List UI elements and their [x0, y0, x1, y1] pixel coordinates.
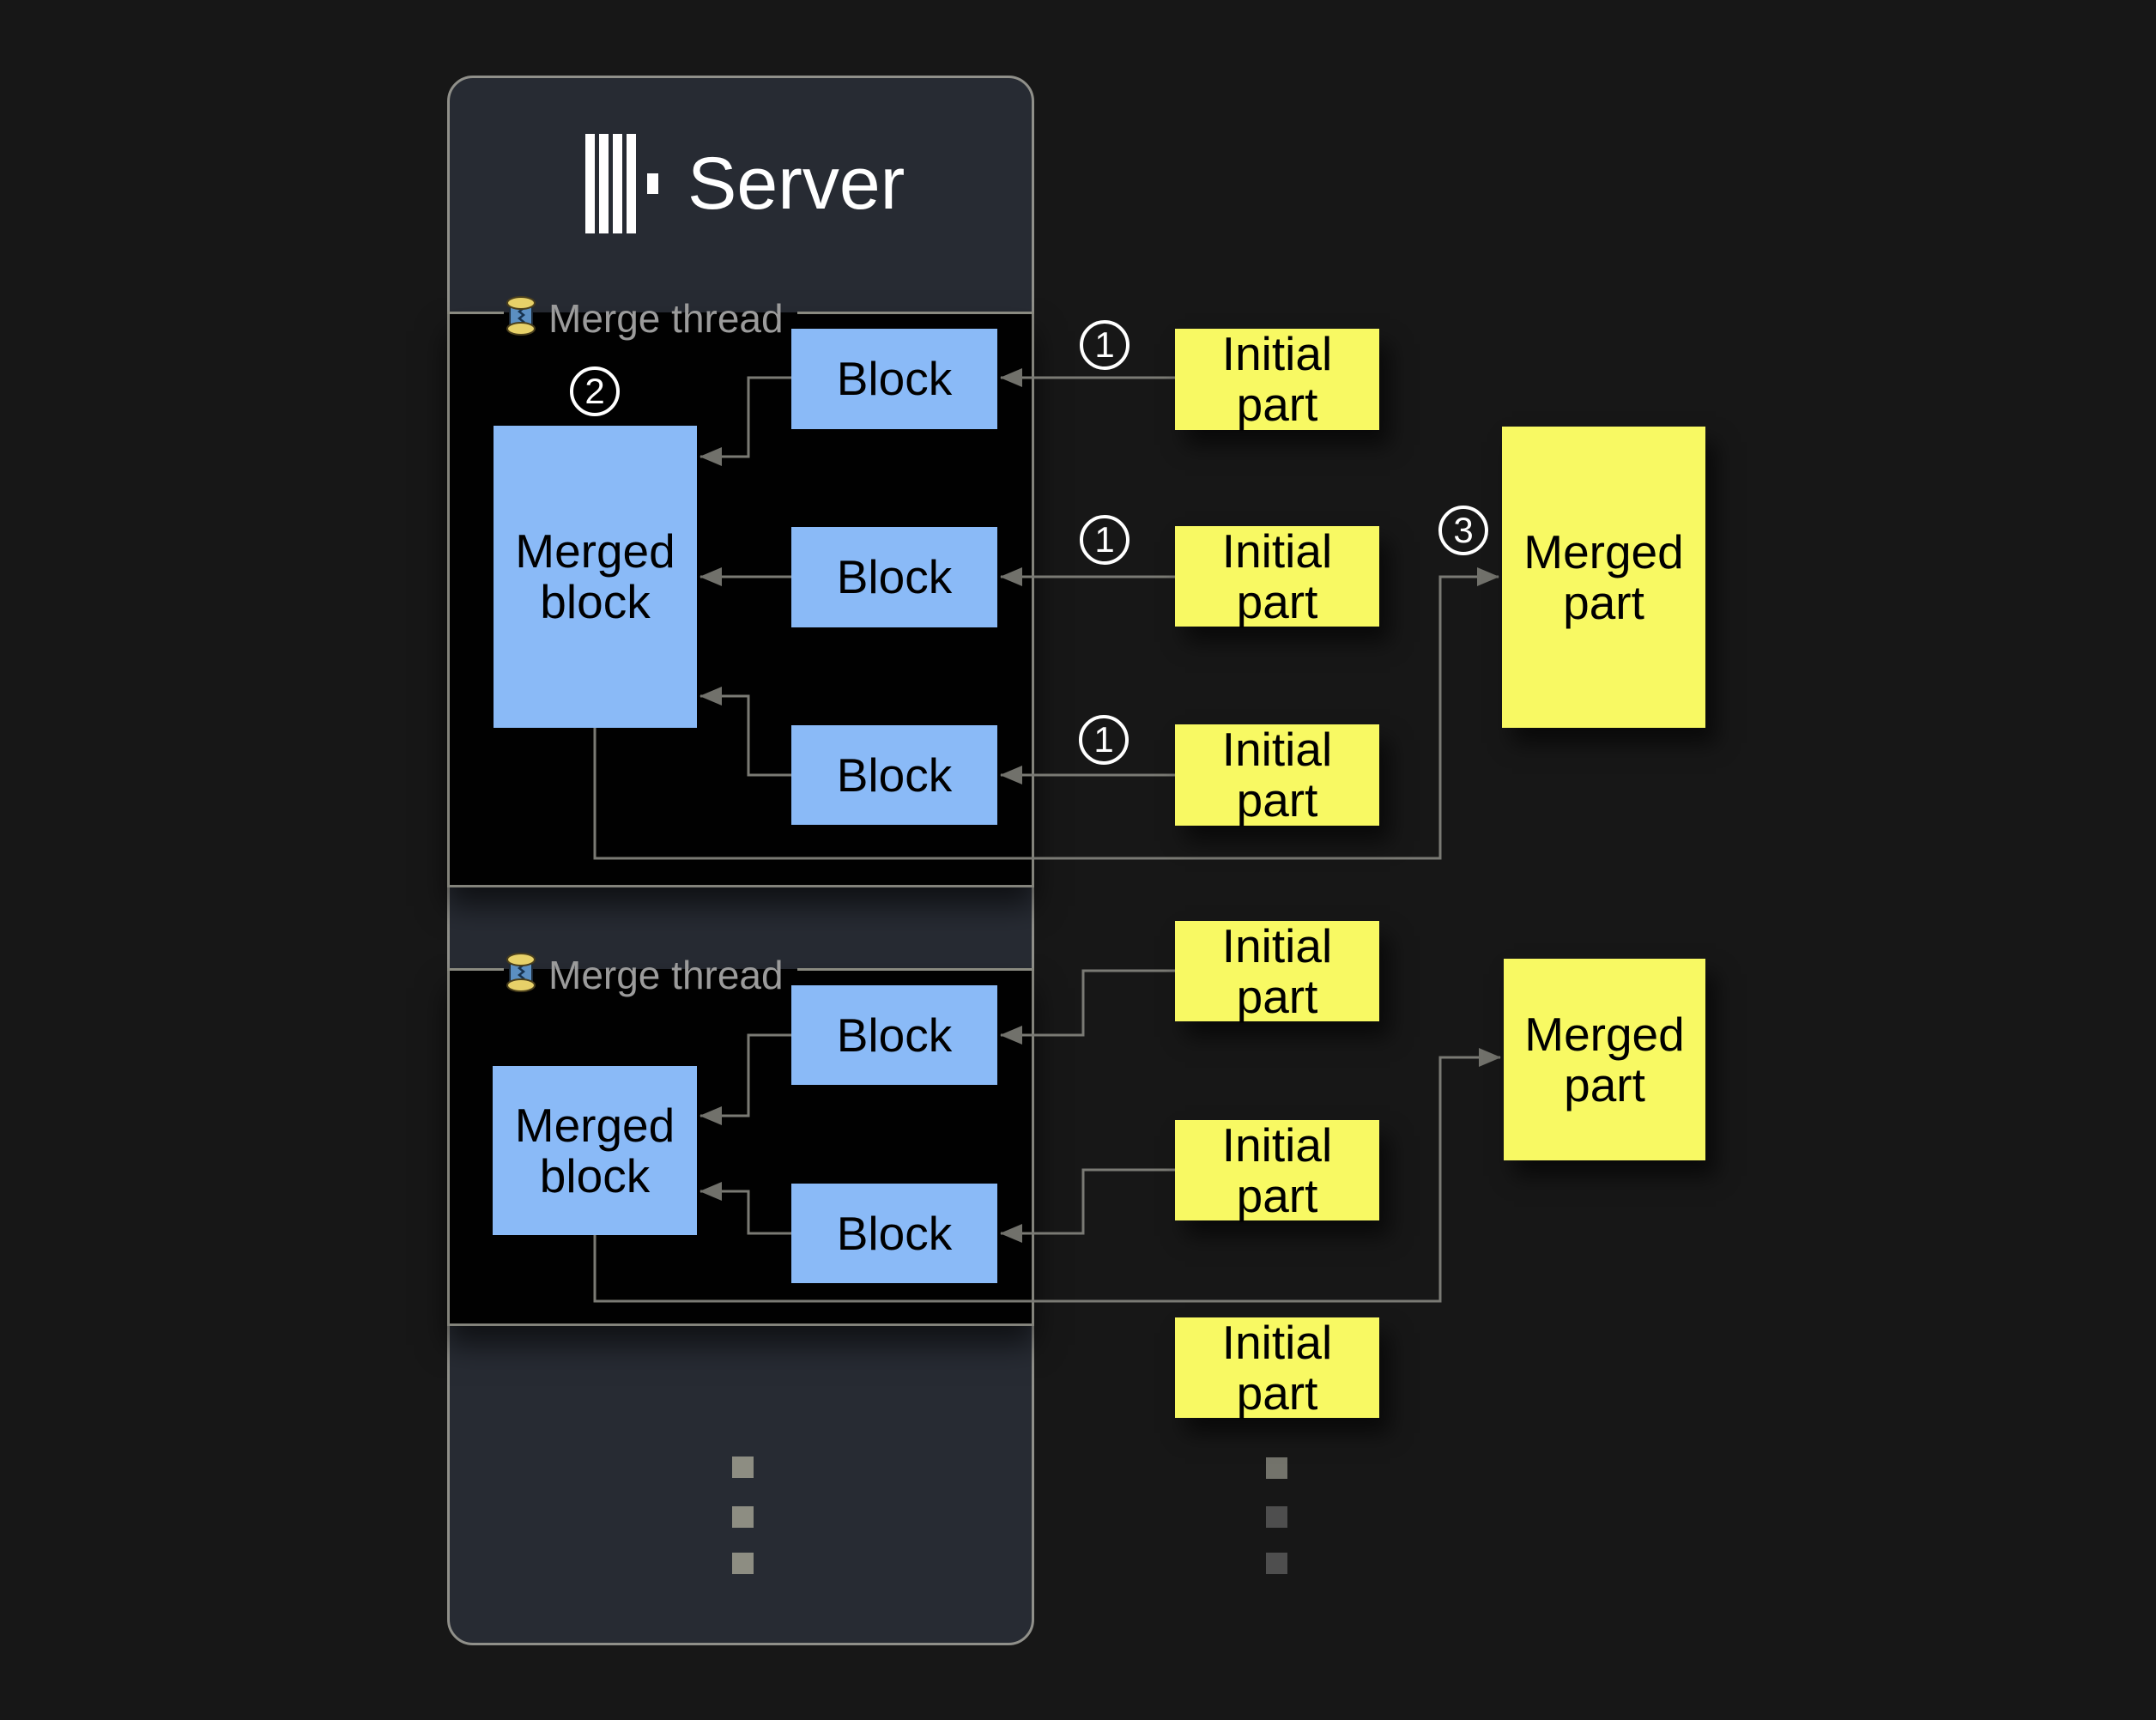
step-badge-1: 1 — [1080, 320, 1129, 370]
merge-thread-legend: Merge thread — [447, 288, 1034, 341]
logo-bar — [613, 134, 622, 233]
step-badge-1: 1 — [1080, 515, 1129, 565]
merge-thread-legend: Merge thread — [447, 945, 1034, 997]
block: Block — [791, 725, 997, 825]
initial-part: Initial part — [1175, 724, 1379, 826]
initial-part: Initial part — [1175, 329, 1379, 430]
ellipsis-dot — [1266, 1553, 1287, 1574]
step-badge-3: 3 — [1438, 506, 1488, 555]
logo-bar — [627, 134, 636, 233]
initial-part: Initial part — [1175, 1119, 1379, 1220]
thread-spool-icon — [506, 953, 536, 992]
step-badge-1: 1 — [1079, 715, 1129, 765]
legend-line — [796, 967, 1034, 971]
merged-part: Merged part — [1504, 959, 1705, 1160]
block: Block — [791, 329, 997, 429]
legend-line — [796, 311, 1034, 314]
ellipsis-dot — [732, 1553, 754, 1574]
ellipsis-dot — [1266, 1457, 1287, 1479]
ellipsis-dot — [732, 1457, 754, 1478]
initial-part: Initial part — [1175, 525, 1379, 627]
merge-thread-label: Merge thread — [548, 296, 784, 341]
thread-spool-icon — [506, 296, 536, 336]
legend-line — [447, 967, 504, 971]
block: Block — [791, 985, 997, 1085]
logo-bar — [599, 134, 609, 233]
block: Block — [791, 527, 997, 627]
logo-short-bar — [647, 173, 658, 194]
ellipsis-dot — [732, 1506, 754, 1528]
clickhouse-logo-icon — [585, 133, 658, 234]
ellipsis-dot — [1266, 1506, 1287, 1528]
merged-part: Merged part — [1502, 427, 1705, 728]
merge-thread-label: Merge thread — [548, 953, 784, 997]
step-badge-2: 2 — [570, 366, 620, 416]
block: Block — [791, 1184, 997, 1283]
initial-part: Initial part — [1175, 1317, 1379, 1418]
server-title: Server — [687, 142, 905, 225]
initial-part: Initial part — [1175, 920, 1379, 1021]
legend-line — [447, 311, 504, 314]
merged-block: Merged block — [493, 1066, 697, 1235]
merged-block: Merged block — [494, 426, 697, 728]
logo-bar — [585, 134, 595, 233]
server-header: Server — [585, 133, 905, 234]
